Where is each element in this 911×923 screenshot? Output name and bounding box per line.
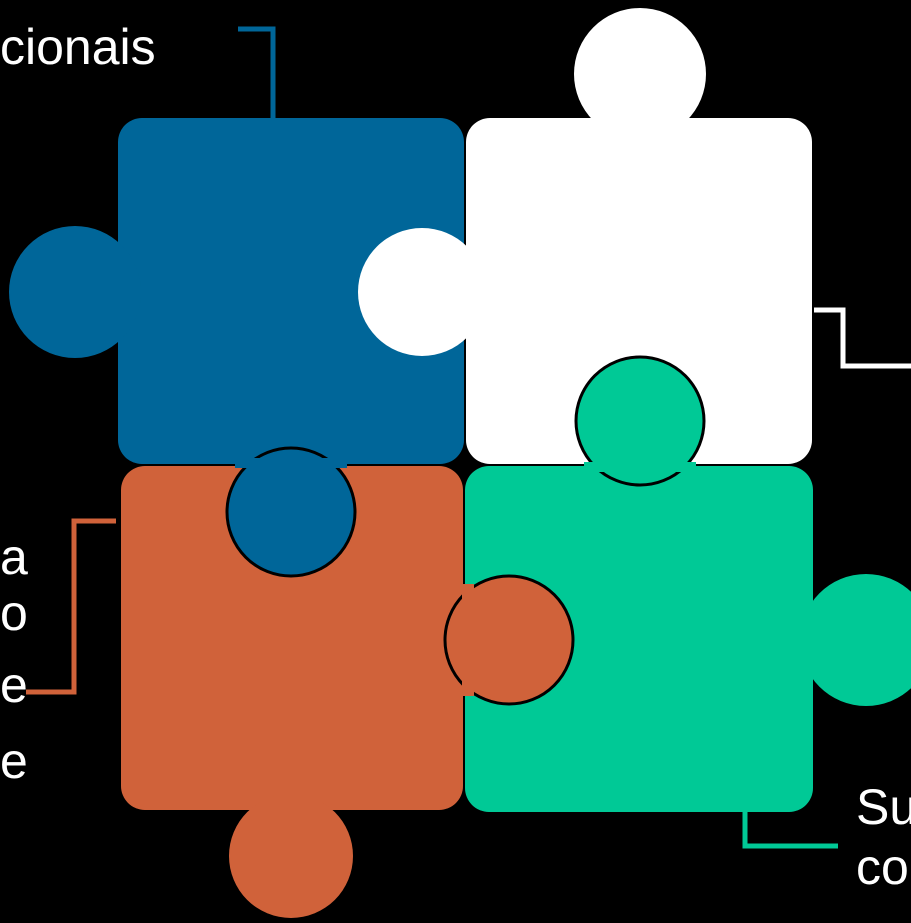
connector-orange [26,518,116,695]
white-tab [358,228,486,356]
white-piece [466,8,812,464]
label-top-left: cionais [0,19,156,75]
green-piece [465,466,911,812]
left-fragment: a [0,529,28,585]
connector-green [742,812,838,849]
connector-blue [238,26,276,118]
green-tab [574,355,706,487]
left-fragment: e [0,657,28,713]
connector-white [814,307,911,369]
left-fragment: o [0,585,28,641]
left-fragment: e [0,733,28,789]
orange-tab [443,574,575,706]
blue-tab [225,446,357,578]
label-bottom-right-line1: Su [856,779,911,835]
orange-piece [121,466,463,918]
blue-piece [9,118,464,464]
label-bottom-right-line2: co [856,839,909,895]
